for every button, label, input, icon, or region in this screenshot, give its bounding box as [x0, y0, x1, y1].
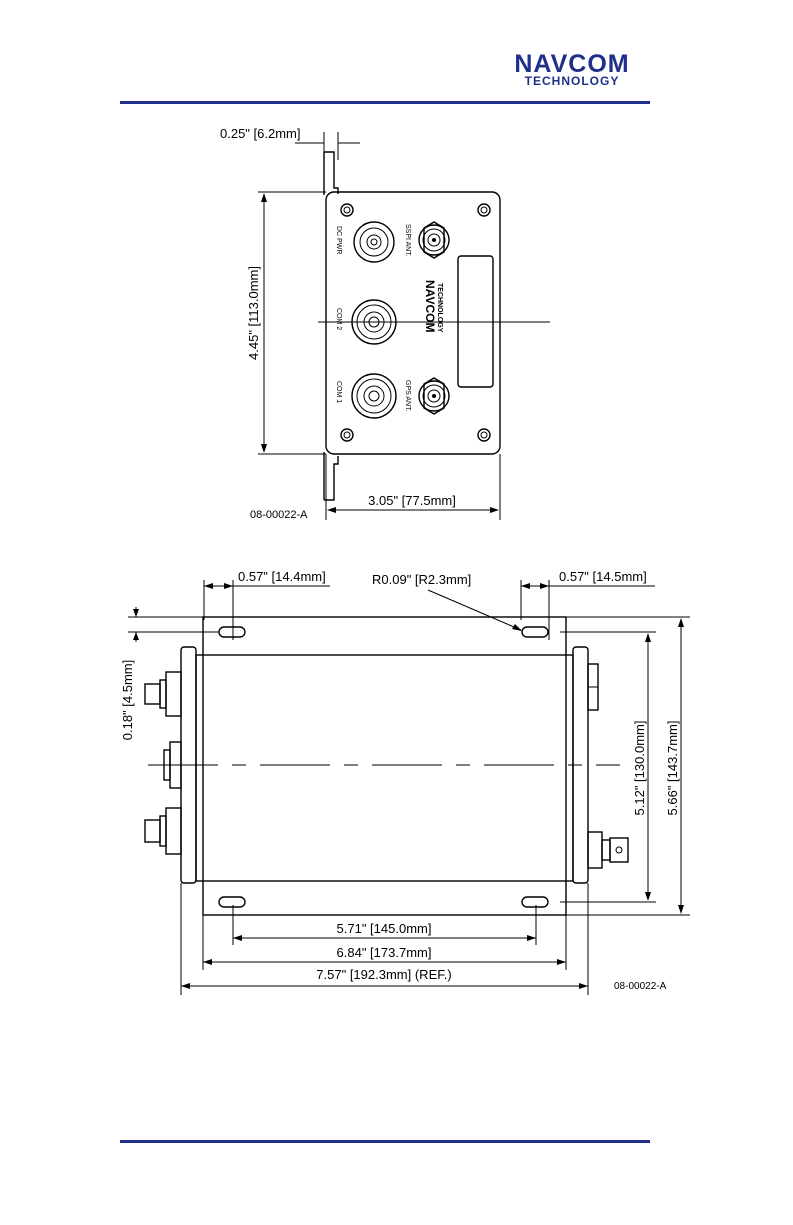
- logo-technology-text: TECHNOLOGY: [525, 74, 620, 88]
- side-drawing-id: 08-00022-A: [614, 981, 667, 992]
- com1-connector: [352, 374, 396, 418]
- body-length-dimension: 6.84" [173.7mm]: [337, 945, 432, 960]
- mounting-slot: [522, 627, 548, 637]
- slot-left-dimension: 0.57" [14.4mm]: [238, 569, 326, 584]
- slot-right-dimension: 0.57" [14.5mm]: [559, 569, 647, 584]
- gps-antenna-connector: [419, 378, 449, 414]
- sspi-antenna-connector: [419, 222, 449, 258]
- corner-hole: [478, 429, 490, 441]
- corner-hole: [478, 204, 490, 216]
- corner-hole: [341, 429, 353, 441]
- dc-power-connector: [354, 222, 394, 262]
- base-plate: [203, 617, 566, 915]
- header-rule: [120, 101, 650, 104]
- left-connector-bottom: [145, 808, 181, 854]
- main-body: [196, 655, 573, 881]
- slot-offset-dimension: 0.18" [4.5mm]: [120, 660, 135, 740]
- panel-logo-navcom: NAVCOM: [423, 280, 437, 332]
- corner-hole: [341, 204, 353, 216]
- com2-label: COM 2: [335, 308, 342, 330]
- navcom-logo: NAVCOM TECHNOLOGY: [492, 50, 652, 90]
- sspi-ant-label: SSPI ANT.: [404, 224, 411, 257]
- radius-callout: R0.09" [R2.3mm]: [372, 572, 471, 587]
- right-connector-bottom: [588, 832, 628, 868]
- inner-height-dimension: 5.12" [130.0mm]: [632, 721, 647, 816]
- panel-logo-technology: TECHNOLOGY: [436, 283, 443, 333]
- overall-length-dimension: 7.57" [192.3mm] (REF.): [316, 967, 451, 982]
- front-drawing-id: 08-00022-A: [250, 509, 308, 521]
- mounting-slot: [522, 897, 548, 907]
- height-dimension: 4.45" [113.0mm]: [246, 266, 261, 360]
- left-connector-top: [145, 672, 181, 716]
- width-dimension: 3.05" [77.5mm]: [368, 493, 456, 508]
- footer-rule: [120, 1140, 650, 1143]
- outer-height-dimension: 5.66" [143.7mm]: [665, 721, 680, 816]
- hole-spacing-dimension: 5.71" [145.0mm]: [337, 921, 432, 936]
- mounting-slot: [219, 627, 245, 637]
- flange-dimension: 0.25" [6.2mm]: [220, 126, 300, 141]
- com1-label: COM 1: [335, 381, 342, 403]
- gps-ant-label: GPS ANT.: [404, 380, 411, 412]
- side-view-drawing: 0.57" [14.4mm] 0.57" [14.5mm] R0.09" [R2…: [0, 550, 793, 1010]
- dc-pwr-label: DC PWR: [335, 226, 342, 254]
- right-connector-top: [588, 664, 598, 710]
- mounting-slot: [219, 897, 245, 907]
